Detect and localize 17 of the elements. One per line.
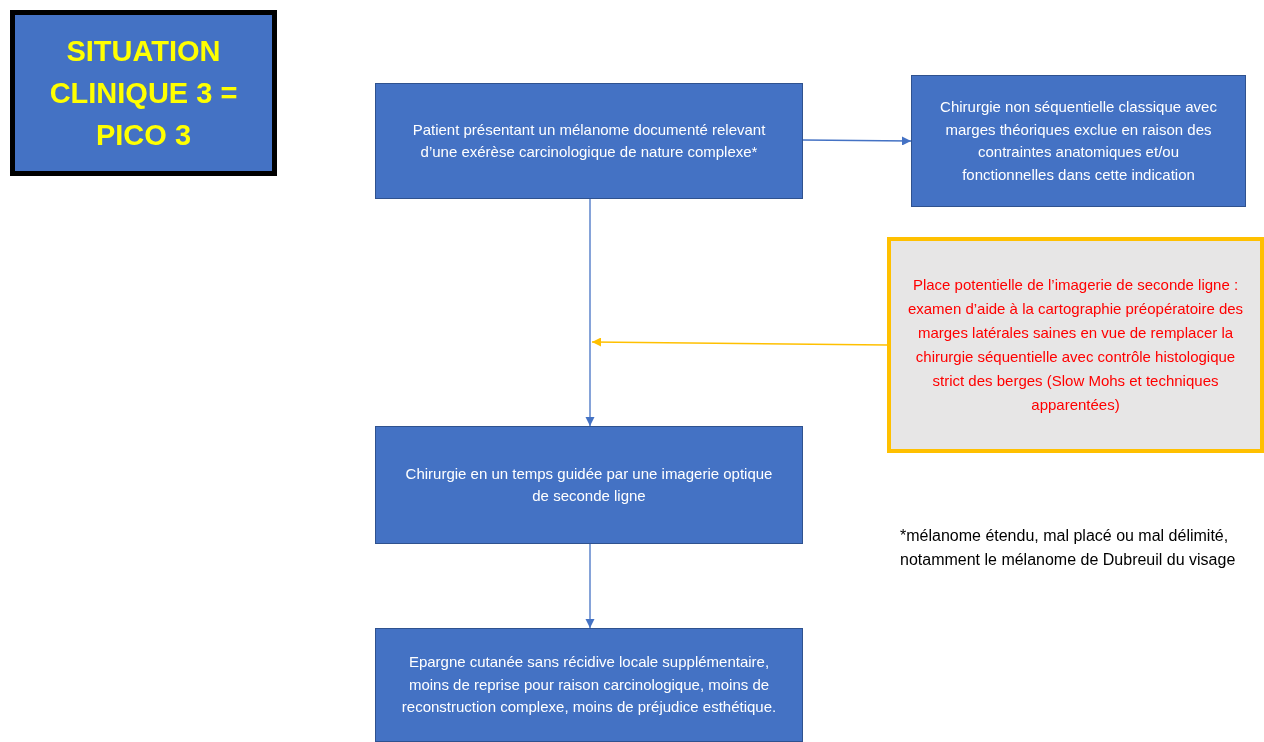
box-text: Place potentielle de l’imagerie de seconde ligne : examen d’aide à la cartographie préopératoire des marges latérales saines en vue de remplacer la chirurgie séquentielle avec contrôle histologique strict des berges (Slow Mohs et techniques apparentées) xyxy=(906,275,1245,415)
box-text: Chirurgie en un temps guidée par une imagerie optique de seconde ligne xyxy=(404,463,774,506)
process-box xyxy=(911,75,1246,207)
box-text: Epargne cutanée sans récidive locale supplémentaire, moins de reprise pour raison carcinologique, moins de reconstruction complexe, moins de préjudice esthétique. xyxy=(400,652,778,718)
process-box xyxy=(375,628,803,742)
footnote-text: *mélanome étendu, mal placé ou mal délimité, notamment le mélanome de Dubreuil du visage xyxy=(900,526,1237,570)
arrow xyxy=(591,337,888,347)
arrow xyxy=(585,198,595,427)
box-text: SITUATION CLINIQUE 3 = PICO 3 xyxy=(48,33,239,153)
arrow xyxy=(802,136,912,146)
box-text: Patient présentant un mélanome documenté relevant d’une exérèse carcinologique de nature complexe* xyxy=(411,119,767,162)
process-box xyxy=(375,83,803,199)
note-box xyxy=(887,237,1264,453)
arrow xyxy=(585,543,595,629)
box-text: Chirurgie non séquentielle classique avec marges théoriques exclue en raison des contraintes anatomiques et/ou fonctionnelles dans cette indication xyxy=(939,97,1218,185)
process-box xyxy=(375,426,803,544)
title-box xyxy=(10,10,277,176)
